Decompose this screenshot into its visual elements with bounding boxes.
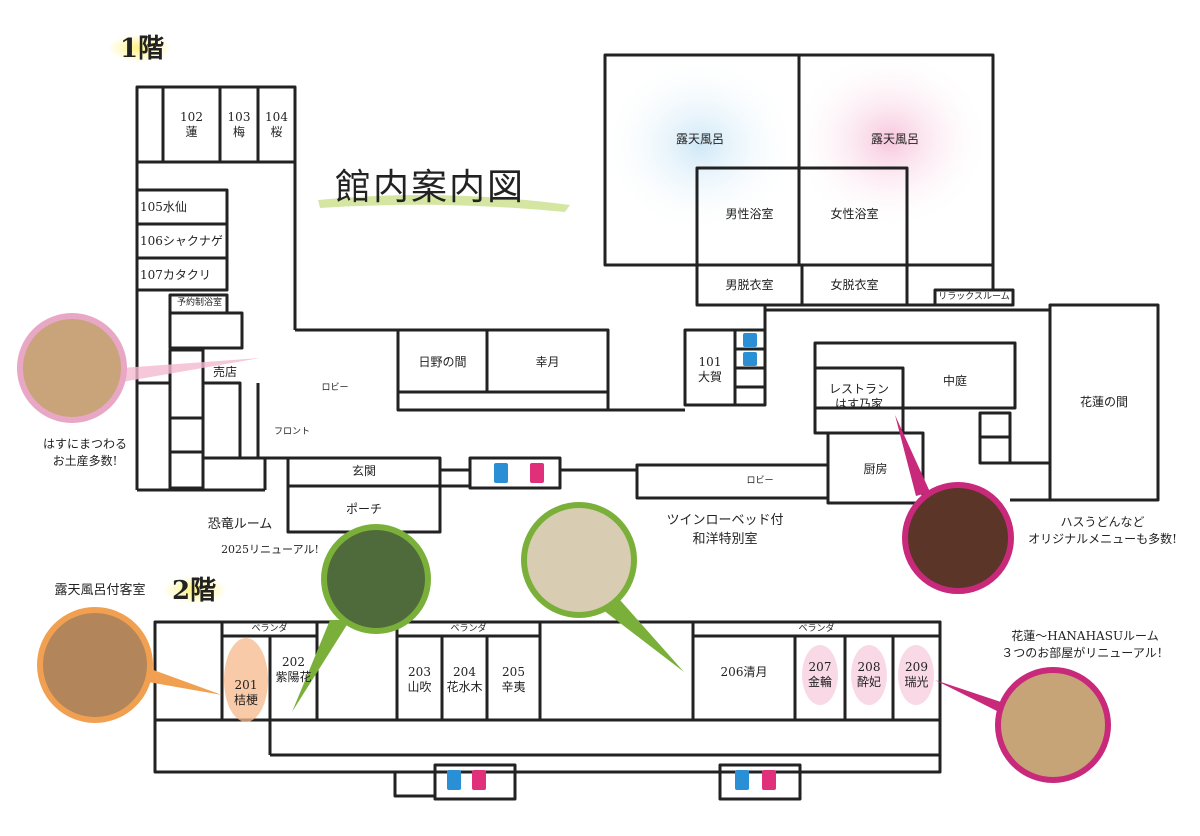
room-208: 208 酔妃 xyxy=(856,660,881,689)
reservation-bath: 予約制浴室 xyxy=(176,298,222,308)
note-outdoor-room: 露天風呂付客室 xyxy=(54,583,146,598)
note-twin-room: ツインローベッド付 和洋特別室 xyxy=(666,513,784,547)
bath-men: 男性浴室 xyxy=(725,207,774,221)
note-souvenir: はすにまつわる お土産多数! xyxy=(42,437,127,469)
veranda-2: ベランダ xyxy=(450,624,487,634)
toilet-icons xyxy=(447,333,776,790)
front-desk: フロント xyxy=(273,427,310,437)
room-207: 207 金輪 xyxy=(807,660,832,689)
room-hino: 日野の間 xyxy=(418,355,467,369)
floor1-label: 1階 xyxy=(120,34,165,64)
veranda-1: ベランダ xyxy=(251,624,288,634)
lobby-left: ロビー xyxy=(321,383,349,393)
room-202: 202 紫陽花 xyxy=(275,655,312,684)
bath-women: 女性浴室 xyxy=(830,207,879,221)
room-209: 209 瑞光 xyxy=(904,660,929,689)
room-104: 104 桜 xyxy=(265,110,288,139)
floor2-label: 2階 xyxy=(172,576,217,606)
note-dino-title: 恐竜ルーム xyxy=(207,517,273,532)
outdoor-bath-women: 露天風呂 xyxy=(870,132,919,146)
floor2-highlight xyxy=(163,576,227,604)
room-kogetsu: 幸月 xyxy=(535,355,560,369)
women-bath-tint xyxy=(790,50,990,230)
note-dino-sub: 2025リニューアル! xyxy=(221,543,319,556)
room208-tint xyxy=(851,645,887,705)
lobby-right: ロビー xyxy=(746,476,774,486)
floor2-walls xyxy=(153,620,942,801)
courtyard: 中庭 xyxy=(942,374,967,388)
room-107: 107カタクリ xyxy=(140,268,211,282)
note-hanahasu: 花蓮～HANAHASUルーム ３つのお部屋がリニューアル！ xyxy=(1001,629,1169,661)
restaurant-hasunoya: レストラン はす乃家 xyxy=(828,382,889,411)
men-bath-tint xyxy=(600,55,800,235)
room-105: 105水仙 xyxy=(140,200,187,214)
room201-tint xyxy=(224,638,268,722)
photo-circles xyxy=(17,313,1111,783)
title-brush xyxy=(318,195,570,212)
map-title: 館内案内図 xyxy=(335,167,526,208)
dressing-men: 男脱衣室 xyxy=(725,278,774,292)
room-203: 203 山吹 xyxy=(407,665,432,694)
room-204: 204 花水木 xyxy=(446,665,483,694)
callout-pointers xyxy=(122,358,1010,714)
room-karen: 花蓮の間 xyxy=(1079,395,1128,409)
dressing-women: 女脱衣室 xyxy=(830,278,879,292)
room-206: 206清月 xyxy=(720,665,768,679)
entrance: 玄関 xyxy=(351,464,376,478)
relax-room: リラックスルーム xyxy=(938,292,1010,302)
room-102: 102 蓮 xyxy=(180,110,203,139)
room207-tint xyxy=(802,645,838,705)
veranda-3: ベランダ xyxy=(798,624,835,634)
room-106: 106シャクナゲ xyxy=(140,234,223,248)
note-hasu-udon: ハスうどんなど オリジナルメニューも多数! xyxy=(1028,515,1177,547)
floor1-highlight xyxy=(108,34,172,62)
porch: ポーチ xyxy=(345,502,382,516)
room209-tint xyxy=(898,645,934,705)
room-201: 201 桔梗 xyxy=(233,678,258,707)
outdoor-bath-men: 露天風呂 xyxy=(675,132,724,146)
kitchen: 厨房 xyxy=(863,462,888,476)
shop: 売店 xyxy=(212,365,237,379)
room-103: 103 梅 xyxy=(227,110,251,139)
room-205: 205 辛夷 xyxy=(501,665,526,694)
room-101: 101 大賀 xyxy=(697,355,722,384)
